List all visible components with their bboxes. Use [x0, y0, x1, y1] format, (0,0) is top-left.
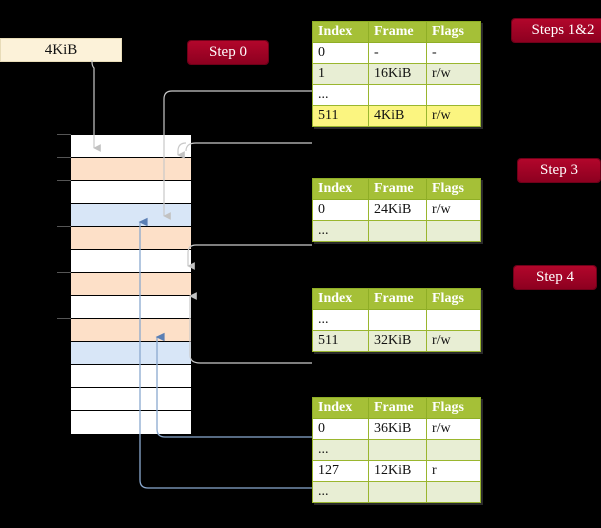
column-header-flags: Flags	[426, 178, 481, 200]
column-header-index: Index	[312, 288, 369, 310]
table-cell: 0	[312, 42, 369, 64]
memory-frame-row	[71, 135, 191, 158]
table-cell: ...	[312, 481, 369, 503]
memory-frame-row	[71, 296, 191, 319]
table-cell	[426, 439, 481, 461]
memory-frame-row	[71, 250, 191, 273]
memory-frame-row	[71, 273, 191, 296]
column-header-index: Index	[312, 21, 369, 43]
memory-frame-row	[71, 342, 191, 365]
memory-frame-row	[71, 181, 191, 204]
table-cell: r/w	[426, 105, 481, 127]
table-cell	[368, 220, 427, 242]
wire-steps12-b-seg	[185, 142, 312, 152]
table-cell	[426, 220, 481, 242]
table-row[interactable]: ...	[312, 309, 481, 331]
table-cell: -	[368, 42, 427, 64]
table-cell: ...	[312, 84, 369, 106]
table-cell: 16KiB	[368, 63, 427, 85]
table-cell	[426, 84, 481, 106]
table-cell: 1	[312, 63, 369, 85]
table-cell: 24KiB	[368, 199, 427, 221]
memory-frame-row	[71, 204, 191, 227]
table-cell	[426, 481, 481, 503]
memory-tick	[57, 134, 71, 135]
table-cell: 4KiB	[368, 105, 427, 127]
column-header-frame: Frame	[368, 178, 427, 200]
table-cell	[368, 84, 427, 106]
virtual-page-label: 4KiB	[44, 42, 78, 58]
table-cell: 32KiB	[368, 330, 427, 352]
column-header-flags: Flags	[426, 288, 481, 310]
table-cell: r/w	[426, 199, 481, 221]
memory-tick	[57, 157, 71, 158]
table-row[interactable]: ...	[312, 481, 481, 503]
table-cell: r/w	[426, 330, 481, 352]
table-cell: ...	[312, 439, 369, 461]
column-header-frame: Frame	[368, 397, 427, 419]
memory-frame-row	[71, 388, 191, 411]
wire-step3	[187, 244, 312, 270]
badge-step-0: Step 0	[188, 41, 268, 64]
memory-frame-row	[71, 411, 191, 434]
memory-tick	[57, 272, 71, 273]
table-cell: 12KiB	[368, 460, 427, 482]
table-cell	[368, 481, 427, 503]
column-header-index: Index	[312, 397, 369, 419]
table-cell: r/w	[426, 63, 481, 85]
column-header-frame: Frame	[368, 21, 427, 43]
table-cell	[368, 439, 427, 461]
memory-frame-row	[71, 319, 191, 342]
table-cell: 511	[312, 330, 369, 352]
memory-tick	[57, 226, 71, 227]
table-cell	[426, 309, 481, 331]
memory-tick	[57, 318, 71, 319]
table-cell: 127	[312, 460, 369, 482]
table-cell: 0	[312, 418, 369, 440]
virtual-page-box: 4KiB	[0, 38, 122, 62]
table-cell: -	[426, 42, 481, 64]
table-cell: 0	[312, 199, 369, 221]
table-row[interactable]: ...	[312, 220, 481, 242]
table-cell: r	[426, 460, 481, 482]
table-cell: ...	[312, 220, 369, 242]
table-row[interactable]: ...	[312, 84, 481, 106]
column-header-index: Index	[312, 178, 369, 200]
badge-steps-1-2: Steps 1&2	[512, 19, 601, 42]
memory-tick	[57, 180, 71, 181]
memory-frame-row	[71, 365, 191, 388]
table-row[interactable]: ...	[312, 439, 481, 461]
table-cell	[368, 309, 427, 331]
badge-step-3: Step 3	[518, 159, 600, 182]
table-cell: 36KiB	[368, 418, 427, 440]
wire-step4-up	[188, 292, 312, 364]
column-header-flags: Flags	[426, 21, 481, 43]
table-cell: 511	[312, 105, 369, 127]
table-row[interactable]: 0--	[312, 42, 481, 64]
memory-frame-row	[71, 227, 191, 250]
table-cell: ...	[312, 309, 369, 331]
table-cell: r/w	[426, 418, 481, 440]
column-header-frame: Frame	[368, 288, 427, 310]
column-header-flags: Flags	[426, 397, 481, 419]
badge-step-4: Step 4	[514, 266, 596, 289]
physical-memory-column	[70, 134, 191, 434]
memory-frame-row	[71, 158, 191, 181]
